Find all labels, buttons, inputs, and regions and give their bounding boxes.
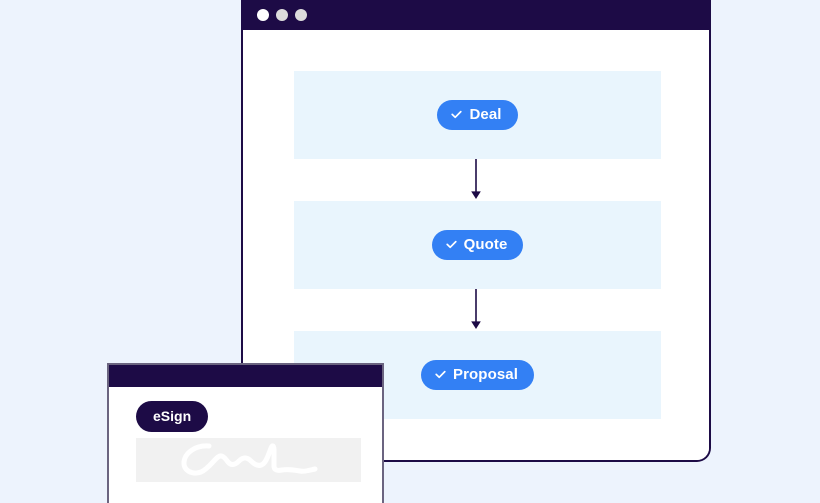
- check-icon: [450, 108, 463, 121]
- signature-field[interactable]: [136, 438, 361, 482]
- arrow-deal-to-quote: [243, 159, 709, 201]
- esign-window: eSign: [107, 363, 384, 503]
- check-icon: [445, 238, 458, 251]
- step-panel-deal: Deal: [294, 71, 661, 159]
- esign-content: eSign: [109, 387, 382, 503]
- step-panel-quote: Quote: [294, 201, 661, 289]
- esign-badge[interactable]: eSign: [136, 401, 209, 432]
- check-icon: [434, 368, 447, 381]
- esign-window-titlebar: [109, 365, 382, 387]
- maximize-dot[interactable]: [295, 9, 307, 21]
- step-badge-label: Quote: [463, 236, 508, 253]
- arrow-quote-to-proposal: [243, 289, 709, 331]
- step-badge-quote[interactable]: Quote: [431, 230, 524, 260]
- workflow-window-titlebar: [243, 0, 709, 30]
- minimize-dot[interactable]: [276, 9, 288, 21]
- step-badge-proposal[interactable]: Proposal: [421, 360, 534, 390]
- esign-badge-label: eSign: [153, 408, 192, 424]
- signature-icon: [180, 443, 317, 476]
- close-dot[interactable]: [257, 9, 269, 21]
- step-badge-label: Deal: [469, 106, 502, 123]
- step-badge-deal[interactable]: Deal: [437, 100, 518, 130]
- esign-badge-container: eSign: [136, 401, 209, 432]
- step-badge-label: Proposal: [453, 366, 518, 383]
